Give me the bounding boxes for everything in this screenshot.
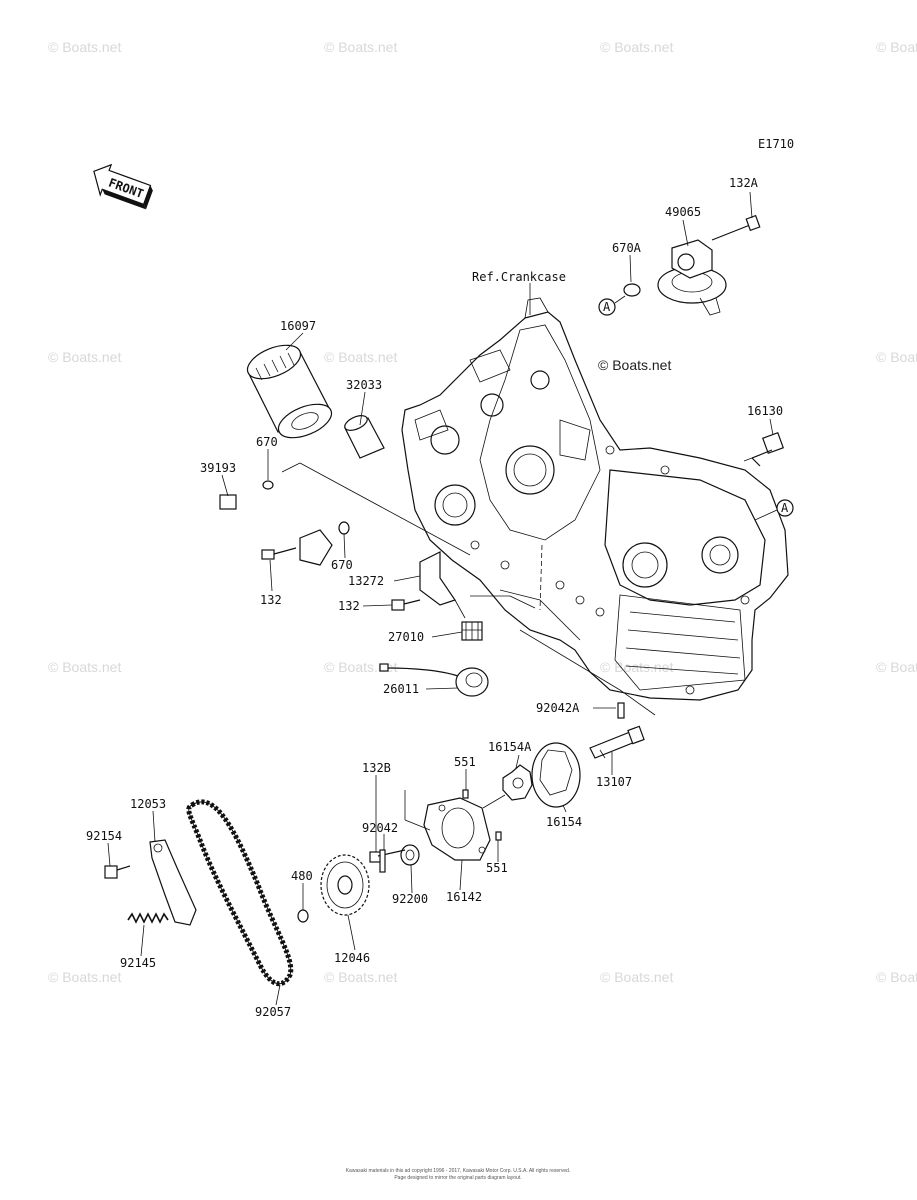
watermark: © Boats.net — [324, 39, 397, 55]
part-number-label: 12053 — [130, 797, 166, 811]
part-number-label: 670A — [612, 241, 642, 255]
front-arrow-icon: FRONT — [93, 163, 153, 210]
pin-551 — [495, 831, 502, 841]
watermark: © Boats.net — [48, 39, 121, 55]
sprocket-12046 — [320, 854, 370, 916]
switch-27010 — [461, 621, 483, 641]
ref-crankcase-label: Ref.Crankcase — [472, 270, 566, 284]
ref-marker-a: A — [754, 499, 794, 521]
lead-26011 — [379, 663, 489, 697]
bolt-132a — [711, 214, 761, 241]
part-number-label: 26011 — [383, 682, 419, 696]
circlip-480 — [297, 909, 309, 923]
watermark: © Boats.net — [324, 659, 397, 675]
part-number-label: 132 — [260, 593, 282, 607]
part-number-label: 92154 — [86, 829, 122, 843]
part-number-label: 16142 — [446, 890, 482, 904]
oil-pump-16142 — [423, 797, 491, 861]
part-number-label: 92057 — [255, 1005, 291, 1019]
oil-pickup-49065 — [657, 239, 727, 316]
part-labels: 132A 49065 670A Ref.Crankcase 16097 3203… — [86, 176, 783, 1019]
part-number-label: 12046 — [334, 951, 370, 965]
ref-marker-label: A — [781, 501, 789, 515]
pin-92042a — [617, 702, 625, 719]
copyright-line: Page designed to mirror the original par… — [394, 1175, 521, 1181]
chain-guide-12053 — [149, 839, 197, 926]
part-number-label: 92042A — [536, 701, 580, 715]
watermark: © Boats.net — [48, 349, 121, 365]
leader-lines — [107, 191, 774, 1006]
watermark: © Boats.net — [876, 39, 917, 55]
part-number-label: 16130 — [747, 404, 783, 418]
washer-92200 — [400, 844, 420, 866]
part-number-label: 132 — [338, 599, 360, 613]
pin-551 — [462, 789, 469, 799]
outer-rotor-16154 — [531, 742, 581, 808]
part-number-label: 13107 — [596, 775, 632, 789]
crankcase — [401, 297, 789, 701]
shaft-13107 — [589, 725, 645, 759]
part-number-label: 92042 — [362, 821, 398, 835]
part-number-label: 16097 — [280, 319, 316, 333]
watermark: © Boats.net — [48, 969, 121, 985]
diagram-code: E1710 — [758, 137, 794, 151]
watermarks: © Boats.net © Boats.net © Boats.net © Bo… — [48, 39, 917, 985]
ref-marker-a: A — [598, 295, 626, 316]
part-number-label: 16154A — [488, 740, 532, 754]
pin-92042 — [379, 849, 386, 873]
part-number-label: 92145 — [120, 956, 156, 970]
o-ring-670 — [338, 521, 350, 535]
plate-13272 — [419, 551, 456, 606]
oil-pipe-39193 — [219, 494, 333, 566]
ref-marker-label: A — [603, 300, 611, 314]
part-number-label: 49065 — [665, 205, 701, 219]
pipe-32033 — [344, 415, 385, 459]
part-number-label: 551 — [486, 861, 508, 875]
watermark: © Boats.net — [598, 357, 671, 373]
bolt-132b — [369, 849, 406, 863]
chain-92057 — [186, 799, 294, 987]
part-number-label: 13272 — [348, 574, 384, 588]
inner-rotor-16154a — [502, 764, 533, 801]
part-number-label: 92200 — [392, 892, 428, 906]
bolt-132 — [391, 599, 421, 611]
o-ring-670 — [262, 480, 274, 490]
o-ring-670a — [623, 283, 641, 297]
part-number-label: 32033 — [346, 378, 382, 392]
watermark: © Boats.net — [48, 659, 121, 675]
watermark: © Boats.net — [876, 969, 917, 985]
part-number-label: 27010 — [388, 630, 424, 644]
watermark: © Boats.net — [876, 349, 917, 365]
copyright-footer: Kawasaki materials in this ad copyright … — [346, 1168, 571, 1181]
bolt-132 — [261, 547, 297, 560]
part-number-label: 132B — [362, 761, 391, 775]
part-number-label: 132A — [729, 176, 759, 190]
spring-92145 — [127, 912, 169, 924]
switch-16130 — [743, 431, 785, 467]
bolt-92154 — [104, 865, 131, 879]
watermark: © Boats.net — [324, 969, 397, 985]
part-number-label: 551 — [454, 755, 476, 769]
oil-filter-16097 — [246, 344, 333, 439]
part-number-label: 480 — [291, 869, 313, 883]
part-number-label: 670 — [331, 558, 353, 572]
watermark: © Boats.net — [600, 39, 673, 55]
watermark: © Boats.net — [876, 659, 917, 675]
watermark: © Boats.net — [324, 349, 397, 365]
part-number-label: 39193 — [200, 461, 236, 475]
watermark: © Boats.net — [600, 969, 673, 985]
part-number-label: 16154 — [546, 815, 582, 829]
part-number-label: 670 — [256, 435, 278, 449]
copyright-line: Kawasaki materials in this ad copyright … — [346, 1168, 571, 1174]
